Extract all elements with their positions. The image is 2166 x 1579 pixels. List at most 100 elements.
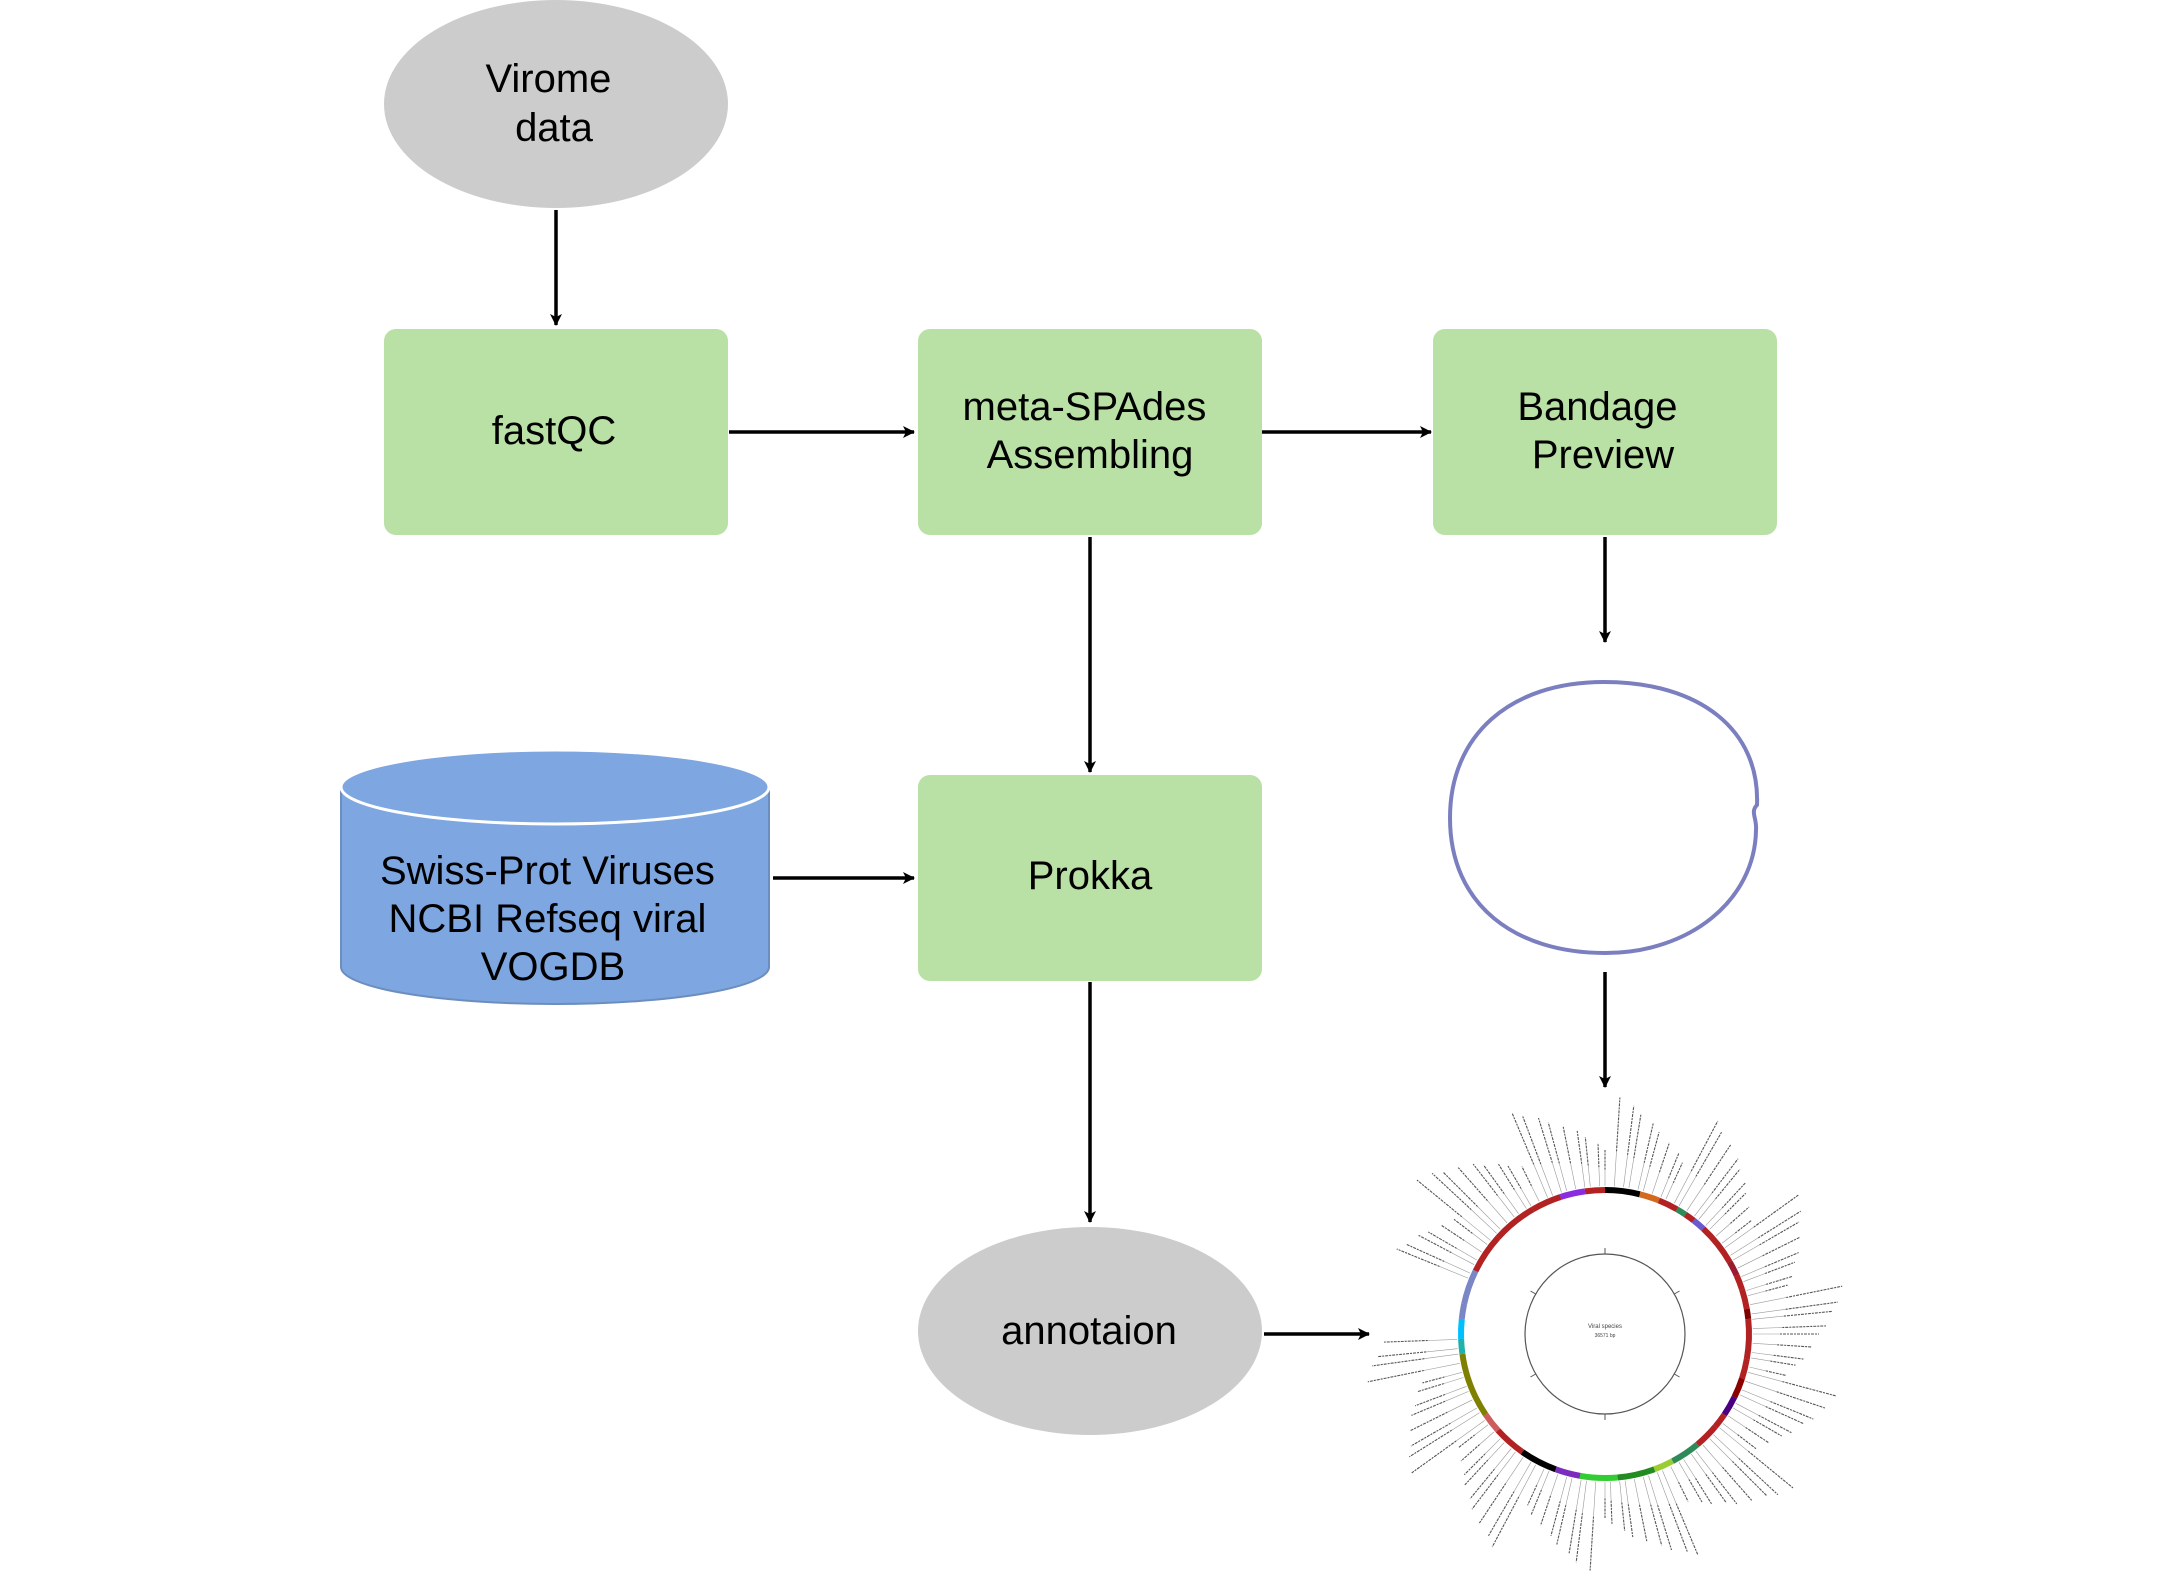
genome-map-leader-line	[1461, 1216, 1491, 1241]
genome-map-leader-line	[1581, 1163, 1586, 1188]
genome-map-leader-line	[1456, 1248, 1477, 1261]
genome-map-leader-line	[1423, 1363, 1460, 1371]
genome-map-gene-label	[1471, 1474, 1499, 1510]
genome-map-leader-line	[1497, 1451, 1516, 1476]
genome-map-leader-line	[1464, 1240, 1482, 1253]
genome-map-gene-label	[1747, 1450, 1794, 1489]
genome-map-gene-label	[1507, 1165, 1522, 1189]
genome-map-leader-line	[1637, 1162, 1645, 1190]
genome-map-title: Viral species	[1588, 1324, 1622, 1330]
genome-map-leader-line	[1593, 1481, 1596, 1517]
genome-map-segment	[1584, 1187, 1606, 1195]
genome-map-leader-line	[1624, 1480, 1629, 1505]
genome-map-leader-line	[1665, 1182, 1674, 1200]
genome-map-segment	[1559, 1188, 1586, 1200]
genome-map-gene-label	[1562, 1126, 1572, 1164]
genome-map-gene-label	[1384, 1339, 1428, 1343]
genome-map-leader-line	[1494, 1448, 1512, 1470]
genome-map-leader-line	[1444, 1261, 1471, 1274]
fastqc-node: fastQC	[384, 329, 728, 535]
genome-map-leader-line	[1698, 1198, 1716, 1220]
genome-map-gene-label	[1372, 1358, 1425, 1367]
genome-map-leader-line	[1749, 1366, 1767, 1372]
prokka-label: Prokka	[1028, 854, 1153, 898]
genome-map-segment	[1739, 1358, 1750, 1380]
genome-map-leader-line	[1751, 1352, 1774, 1356]
genome-map-gene-label	[1469, 1468, 1495, 1500]
genome-map-segment	[1731, 1377, 1745, 1399]
genome-map-leader-line	[1746, 1284, 1767, 1291]
genome-map-segment	[1495, 1428, 1525, 1455]
genome-map-leader-line	[1660, 1177, 1669, 1198]
genome-map-leader-line	[1550, 1474, 1559, 1496]
genome-map-leader-line	[1559, 1163, 1567, 1192]
annotation-shape	[918, 1227, 1262, 1435]
genome-map-gene-label	[1764, 1252, 1799, 1268]
genome-map-gene-label	[1540, 1495, 1552, 1526]
genome-map-gene-label	[1762, 1237, 1800, 1257]
genome-map-gene-label	[1724, 1192, 1747, 1215]
genome-map-gene-label	[1589, 1516, 1595, 1571]
genome-map-leader-line	[1443, 1377, 1464, 1384]
genome-map-gene-label	[1428, 1231, 1457, 1249]
genome-map-gene-label	[1753, 1194, 1799, 1228]
genome-map-leader-line	[1565, 1478, 1573, 1506]
genome-map-gene-label	[1759, 1221, 1800, 1246]
genome-map-segment	[1458, 1338, 1466, 1355]
genome-map-gene-label	[1422, 1376, 1445, 1384]
genome-map-gene-label	[1633, 1113, 1642, 1159]
genome-map-segment	[1675, 1206, 1688, 1218]
genome-map-leader-line	[1582, 1480, 1587, 1514]
genome-map-ticks	[1530, 1248, 1680, 1420]
genome-map-leader-line	[1728, 1415, 1746, 1428]
genome-map-segment	[1695, 1424, 1718, 1447]
genome-map-leader-line	[1520, 1188, 1532, 1206]
genome-map-segment	[1727, 1260, 1740, 1277]
genome-map-leader-line	[1450, 1407, 1477, 1424]
genome-map-leader-line	[1505, 1457, 1524, 1484]
genome-map-leader-line	[1725, 1226, 1755, 1248]
genome-map-gene-label	[1457, 1167, 1488, 1201]
genome-map-gene-label	[1782, 1381, 1837, 1397]
genome-map-leader-line	[1691, 1454, 1707, 1475]
genome-map-gene-label	[1522, 1115, 1542, 1165]
genome-map-leader-line	[1709, 1213, 1726, 1230]
genome-map-gene-label	[1442, 1171, 1478, 1207]
genome-map-gene-label	[1440, 1224, 1465, 1241]
genome-map-gene-label	[1511, 1112, 1535, 1165]
genome-map-segment	[1701, 1226, 1733, 1264]
genome-map-gene-label	[1745, 1427, 1770, 1444]
genome-map-leader-line	[1737, 1255, 1763, 1269]
genome-map-gene-label	[1765, 1406, 1804, 1425]
genome-map-gene-label	[1657, 1505, 1673, 1551]
genome-map-gene-label	[1406, 1243, 1445, 1262]
genome-map-gene-label	[1783, 1310, 1832, 1317]
genome-map-leader-line	[1447, 1399, 1473, 1413]
genome-map-gene-label	[1411, 1400, 1446, 1416]
genome-map-gene-label	[1711, 1158, 1739, 1194]
genome-map-gene-label	[1396, 1248, 1440, 1267]
genome-map-gene-label	[1785, 1301, 1838, 1310]
genome-map-gene-label	[1576, 1130, 1583, 1164]
genome-map-gene-label	[1478, 1483, 1507, 1524]
genome-map-leader-line	[1745, 1380, 1777, 1393]
genome-map-gene-label	[1460, 1444, 1480, 1462]
genome-map-leader-line	[1733, 1407, 1754, 1421]
genome-map-gene-label	[1705, 1474, 1727, 1504]
genome-map-gene-label	[1409, 1429, 1452, 1458]
genome-map-leader-line	[1634, 1479, 1640, 1505]
genome-map-leader-line	[1721, 1232, 1736, 1244]
genome-map-gene-label	[1734, 1220, 1752, 1234]
genome-map-leader-line	[1513, 1462, 1532, 1492]
genome-map-segment	[1733, 1274, 1745, 1291]
genome-map-gene-label	[1410, 1422, 1451, 1447]
genome-map-leader-line	[1614, 1151, 1617, 1187]
genome-map-segment	[1617, 1466, 1656, 1481]
genome-map-leader-line	[1733, 1244, 1760, 1261]
genome-map-segment	[1743, 1318, 1752, 1360]
genome-map-gene-label	[1458, 1434, 1476, 1448]
genome-map-gene-label	[1770, 1401, 1814, 1420]
genome-map-gene-label	[1766, 1275, 1793, 1285]
genome-map-leader-line	[1695, 1450, 1713, 1473]
